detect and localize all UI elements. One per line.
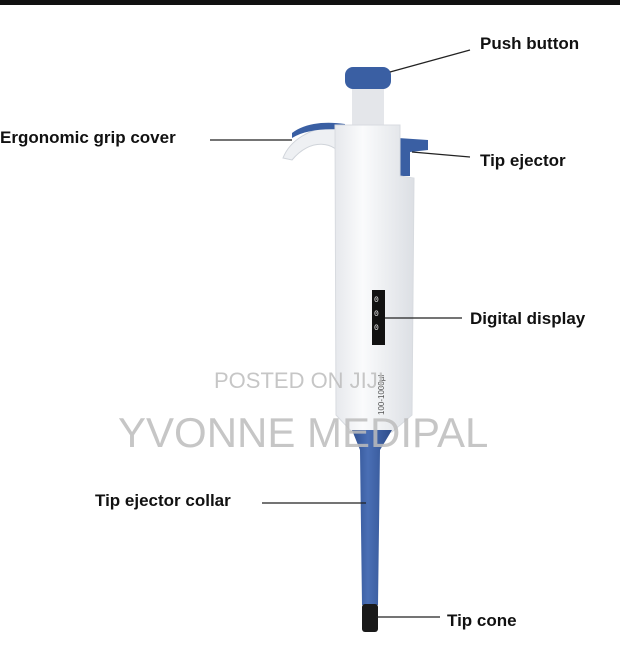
tip-ejector-collar [352, 430, 392, 605]
tip-ejector [398, 138, 428, 176]
label-digital-display: Digital display [470, 309, 586, 328]
plunger-stem [352, 84, 384, 130]
watermark-brand: YVONNE MEDIPAL [118, 409, 488, 456]
label-tip-ejector: Tip ejector [480, 151, 566, 170]
label-grip-cover: Ergonomic grip cover [0, 128, 176, 147]
pipette-body [334, 124, 415, 433]
push-button [345, 67, 391, 89]
tip-cone [362, 604, 378, 632]
label-push-button: Push button [480, 34, 579, 53]
grip-cover-blue [292, 122, 345, 138]
barrel-volume-text: 100-1000µl [377, 375, 386, 415]
svg-text:0: 0 [374, 296, 379, 305]
label-tip-cone: Tip cone [447, 611, 517, 630]
watermark-posted: POSTED ON JIJI [214, 368, 384, 393]
svg-text:0: 0 [374, 310, 379, 319]
top-bar [0, 0, 620, 5]
svg-text:0: 0 [374, 324, 379, 333]
digital-display [372, 290, 385, 345]
label-tip-ejector-collar: Tip ejector collar [95, 491, 231, 510]
